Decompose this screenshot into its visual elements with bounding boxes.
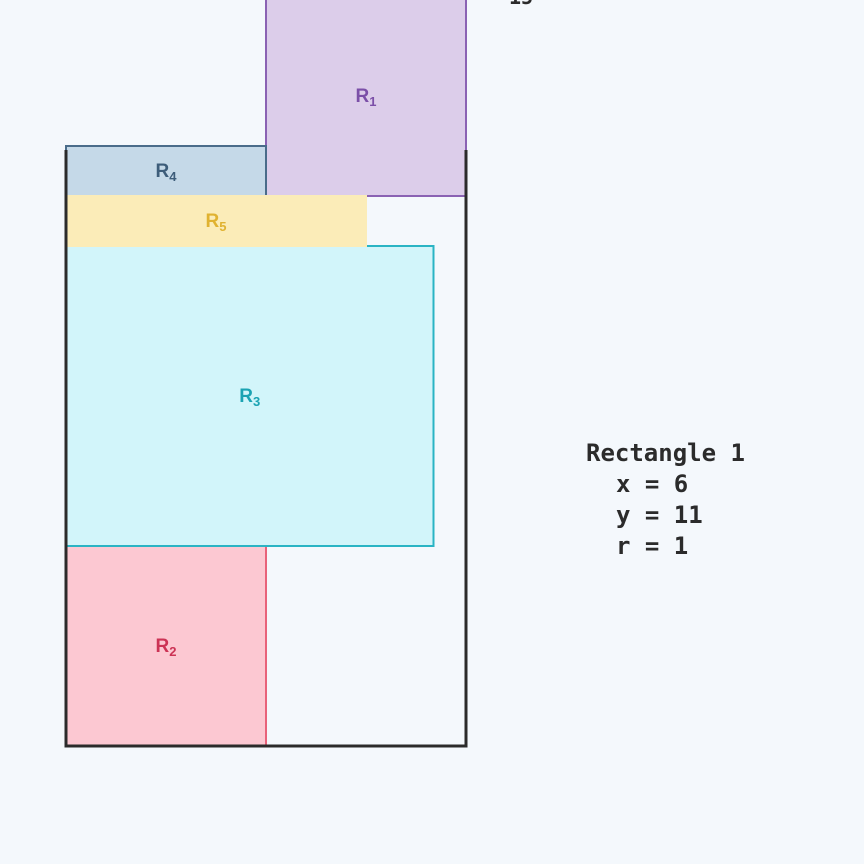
level-line-layer: 15 — [509, 0, 533, 9]
rect-r5: R5 — [65, 195, 367, 247]
rect-r3-box — [65, 245, 435, 547]
info-x-value: x = 6 — [616, 470, 689, 498]
rect-r1-label: R1 — [356, 86, 377, 109]
rect-r2: R2 — [65, 545, 267, 747]
info-r-value: r = 1 — [616, 532, 689, 560]
rect-r3-label: R3 — [239, 386, 260, 409]
rect-r1-box — [265, 0, 467, 197]
rect-r5-label: R5 — [206, 211, 227, 234]
rect-r3: R3 — [65, 245, 435, 547]
container-walls — [64, 150, 468, 748]
rect-r1: R1 — [265, 0, 467, 197]
container-layer — [64, 150, 468, 748]
info-title: Rectangle 1 — [586, 439, 745, 467]
rect-r2-label: R2 — [156, 636, 177, 659]
info-y-value: y = 11 — [616, 501, 703, 529]
rect-r4-label: R4 — [156, 161, 178, 184]
rect-r4: R4 — [65, 145, 267, 197]
info-panel: Rectangle 1 x = 6 y = 11 r = 1 — [586, 438, 745, 562]
rect-r5-box — [65, 195, 367, 247]
level-label: 15 — [509, 0, 533, 9]
